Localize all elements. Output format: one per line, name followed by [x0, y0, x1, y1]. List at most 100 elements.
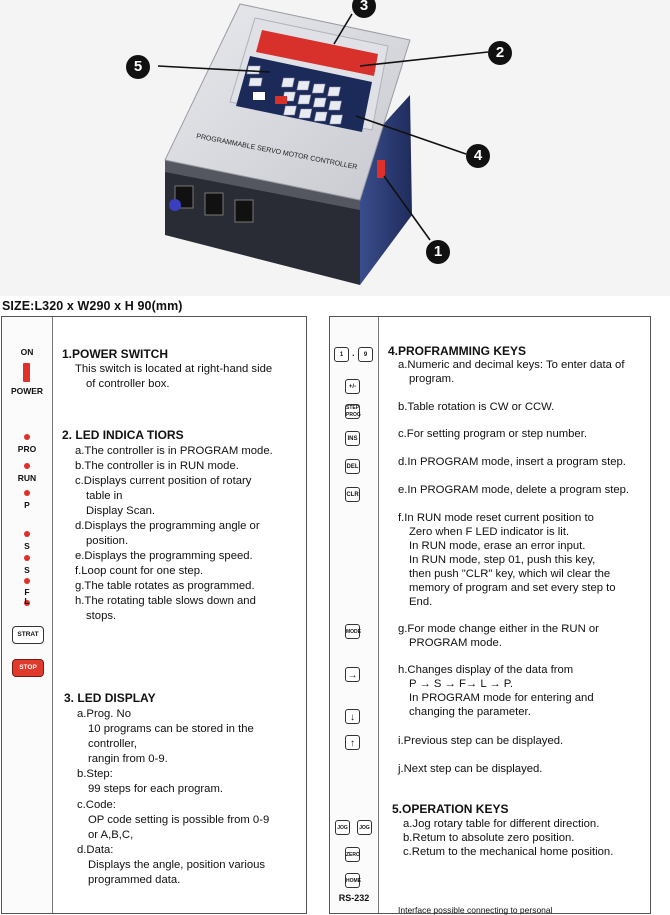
led-s1-icon	[24, 531, 30, 537]
sec4-c-line: c.For setting program or step number.	[398, 428, 587, 440]
key-home-icon: HOME	[345, 873, 361, 888]
key-plusminus-icon: +/-	[345, 379, 360, 394]
sec2-line: a.The controller is in PROGRAM mode.	[75, 445, 273, 457]
key-9-icon: 9	[358, 347, 373, 362]
sec4-g-line: g.For mode change either in the RUN or	[398, 623, 599, 635]
jog-right-icon: JOG	[357, 820, 372, 835]
led-pro-icon	[24, 434, 30, 440]
sec3-line: 10 programs can be stored in the	[88, 723, 254, 735]
sec3-line: c.Code:	[77, 799, 116, 811]
led-s2-icon	[24, 555, 30, 561]
sec3-line: controller,	[88, 738, 137, 750]
key-clr-icon: CLR	[345, 487, 360, 502]
sec1-line: This switch is located at right-hand sid…	[75, 363, 273, 375]
sec5-line: c.Retum to the mechanical home position.	[403, 846, 614, 858]
device-photo: PROGRAMMABLE SERVO MOTOR CONTROLLER 3 2 …	[0, 0, 670, 296]
led-p-icon	[24, 490, 30, 496]
sec3-title: LED DISPLAY	[77, 691, 156, 705]
sec4-f-line: In RUN mode, step 01, push this key,	[409, 554, 596, 566]
sec2-line: Display Scan.	[86, 505, 156, 517]
sec4-h-line: h.Changes display of the data from	[398, 664, 574, 676]
sec3-line: 99 steps for each program.	[88, 783, 224, 795]
right-panel: 1 · 9 +/- STEP PROG INS DEL CLR MODE → ↓…	[329, 316, 651, 915]
led-label-s1: S	[24, 541, 30, 551]
key-zero-icon: ZERO	[345, 847, 360, 862]
sec5-title: OPERATION KEYS	[402, 802, 509, 816]
key-step-prog-icon: STEP PROG	[345, 404, 361, 419]
sec4-f-line: Zero when F LED indicator is lit.	[409, 526, 570, 538]
sec4-j-line: j.Next step can be displayed.	[398, 763, 543, 775]
sec4-a-line: a.Numeric and decimal keys: To enter dat…	[398, 359, 625, 371]
sec1-title: POWER SWITCH	[72, 347, 169, 361]
right-arrow-icon: →	[345, 667, 360, 682]
sec4-h-line: P → S → F→ L → P.	[409, 678, 514, 690]
key-dot-label: ·	[352, 350, 355, 360]
sec4-g-line: PROGRAM mode.	[409, 637, 502, 649]
sec2-line: e.Displays the programming speed.	[75, 550, 253, 562]
stop-button-icon: STOP	[12, 659, 44, 677]
sec4-a-line: program.	[409, 373, 455, 385]
sec3-heading: 3. LED DISPLAY	[64, 691, 156, 705]
sec4-f-line: f.In RUN mode reset current position to	[398, 512, 594, 524]
callout-3: 3	[352, 0, 376, 18]
sec2-line: f.Loop count for one step.	[75, 565, 204, 577]
sec4-f-line: then push "CLR" key, which wil clear the	[409, 568, 611, 580]
sec4-d-line: d.In PROGRAM mode, insert a program step…	[398, 456, 626, 468]
key-step-label: STEP	[346, 405, 360, 411]
callout-5: 5	[126, 55, 150, 79]
sec4-f-line: End.	[409, 596, 433, 608]
sec3-line: b.Step:	[77, 768, 113, 780]
led-label-p: P	[24, 500, 30, 510]
sec2-line: b.The controller is in RUN mode.	[75, 460, 239, 472]
power-switch-icon	[23, 363, 30, 382]
sec5-line: b.Retum to absolute zero position.	[403, 832, 575, 844]
sec2-line: position.	[86, 535, 129, 547]
led-label-s2: S	[24, 565, 30, 575]
left-icon-strip: ON POWER PRO RUN P S S F L STRAT STOP	[2, 317, 53, 913]
sec4-heading: 4.PROFRAMMING KEYS	[388, 344, 526, 358]
sec4-h-line: In PROGRAM mode for entering and	[409, 692, 594, 704]
down-arrow-icon: ↓	[345, 709, 360, 724]
left-panel: ON POWER PRO RUN P S S F L STRAT STOP 1.…	[1, 316, 307, 914]
sec2-line: stops.	[86, 610, 117, 622]
sec2-number: 2.	[62, 428, 73, 442]
sec3-line: rangin from 0-9.	[88, 753, 168, 765]
sec2-line: c.Displays current position of rotary	[75, 475, 252, 487]
key-ins-icon: INS	[345, 431, 360, 446]
sec4-number: 4.	[388, 344, 399, 358]
sec2-line: table in	[86, 490, 123, 502]
up-arrow-icon: ↑	[345, 735, 360, 750]
sec2-line: h.The rotating table slows down and	[75, 595, 256, 607]
key-1-icon: 1	[334, 347, 349, 362]
sec2-line: g.The table rotates as programmed.	[75, 580, 255, 592]
key-del-icon: DEL	[345, 459, 360, 474]
sec3-line: a.Prog. No	[77, 708, 132, 720]
sec5-line: a.Jog rotary table for different directi…	[403, 818, 600, 830]
key-mode-icon: MODE	[345, 624, 361, 639]
sec1-number: 1.	[62, 347, 73, 361]
sec3-line: OP code setting is possible from 0-9	[88, 814, 270, 826]
sec3-line: d.Data:	[77, 844, 114, 856]
sec3-line: or A,B,C,	[88, 829, 134, 841]
rs232-label: RS-232	[338, 893, 370, 903]
led-label-pro: PRO	[17, 444, 37, 454]
sec4-e-line: e.In PROGRAM mode, delete a program step…	[398, 484, 630, 496]
key-prog-label: PROG	[346, 412, 361, 418]
callout-2: 2	[488, 41, 512, 65]
power-label: POWER	[10, 386, 44, 396]
led-label-l: L	[24, 596, 30, 606]
strat-button-icon: STRAT	[12, 626, 44, 644]
callout-1: 1	[426, 240, 450, 264]
sec5-number: 5.	[392, 802, 403, 816]
sec5-heading: 5.OPERATION KEYS	[392, 802, 508, 816]
sec4-h-line: changing the parameter.	[409, 706, 531, 718]
led-l-dot-icon	[24, 600, 30, 606]
sec4-f-line: memory of program and set every step to	[409, 582, 616, 594]
led-label-run: RUN	[17, 473, 37, 483]
size-spec: SIZE:L320 x W290 x H 90(mm)	[2, 299, 183, 313]
footer-note: Interface possible connecting to persona…	[398, 905, 553, 915]
led-label-f: F	[24, 587, 30, 597]
sec4-f-line: In RUN mode, erase an error input.	[409, 540, 586, 552]
led-run-icon	[24, 463, 30, 469]
controller-illustration: PROGRAMMABLE SERVO MOTOR CONTROLLER	[0, 0, 670, 296]
